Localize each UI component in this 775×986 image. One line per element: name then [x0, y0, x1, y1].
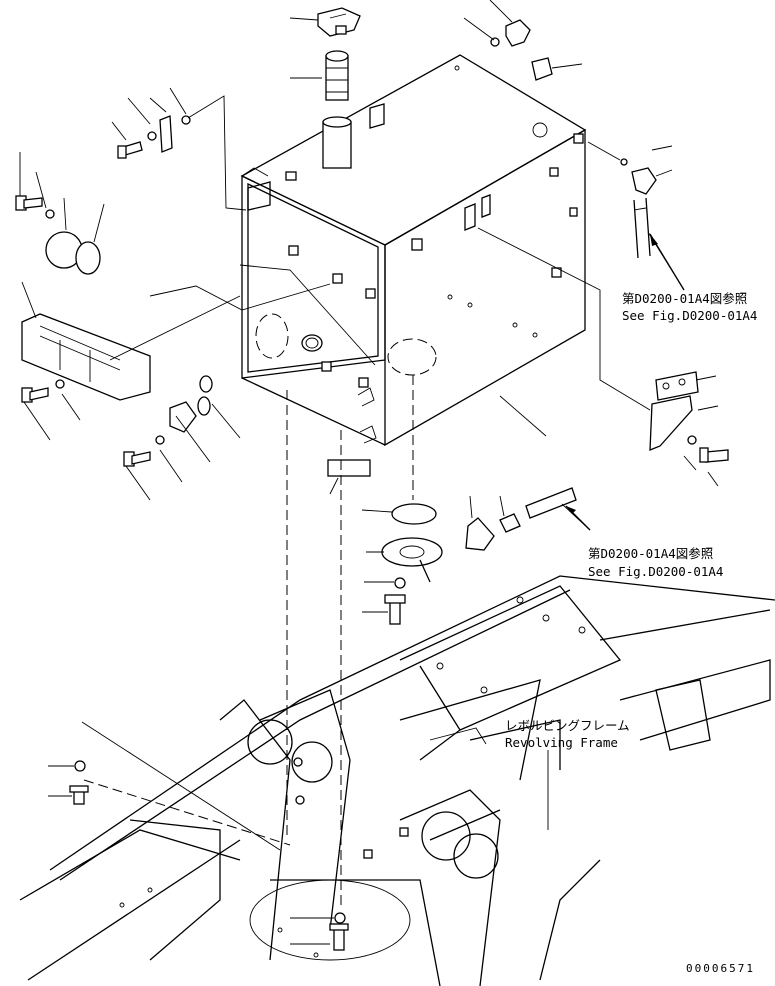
drain-valve-fittings — [465, 487, 577, 551]
bolt-set-left — [15, 195, 101, 275]
reference-label-en-1: See Fig.D0200-01A4 — [622, 308, 757, 323]
frame-label-jp: レボルビングフレーム — [505, 718, 630, 733]
sensor-and-bolts — [123, 375, 213, 467]
revolving-frame — [19, 575, 775, 986]
hydraulic-tank — [239, 54, 587, 447]
bolt-set-upper-left — [117, 115, 191, 159]
elbow-fitting-top — [490, 19, 531, 47]
reference-label-en-2: See Fig.D0200-01A4 — [588, 564, 723, 579]
reference-label-jp-1: 第D0200-01A4図参照 — [622, 291, 747, 306]
frame-label-en: Revolving Frame — [505, 735, 618, 750]
reference-arrows — [565, 233, 685, 531]
cap-plug — [531, 57, 553, 81]
step-bracket — [21, 313, 151, 401]
strainer — [325, 50, 349, 101]
bolt-set-lower-left — [21, 379, 65, 403]
elbow-fitting-right — [620, 158, 657, 259]
mount-bolts-center — [329, 912, 349, 951]
drawing-code: 00006571 — [686, 962, 755, 975]
drain-plate-assembly — [327, 459, 443, 625]
breather — [317, 7, 361, 37]
side-bracket-right — [649, 371, 729, 463]
reference-label-jp-2: 第D0200-01A4図参照 — [588, 546, 713, 561]
mount-bolts-lower-left — [69, 760, 89, 805]
